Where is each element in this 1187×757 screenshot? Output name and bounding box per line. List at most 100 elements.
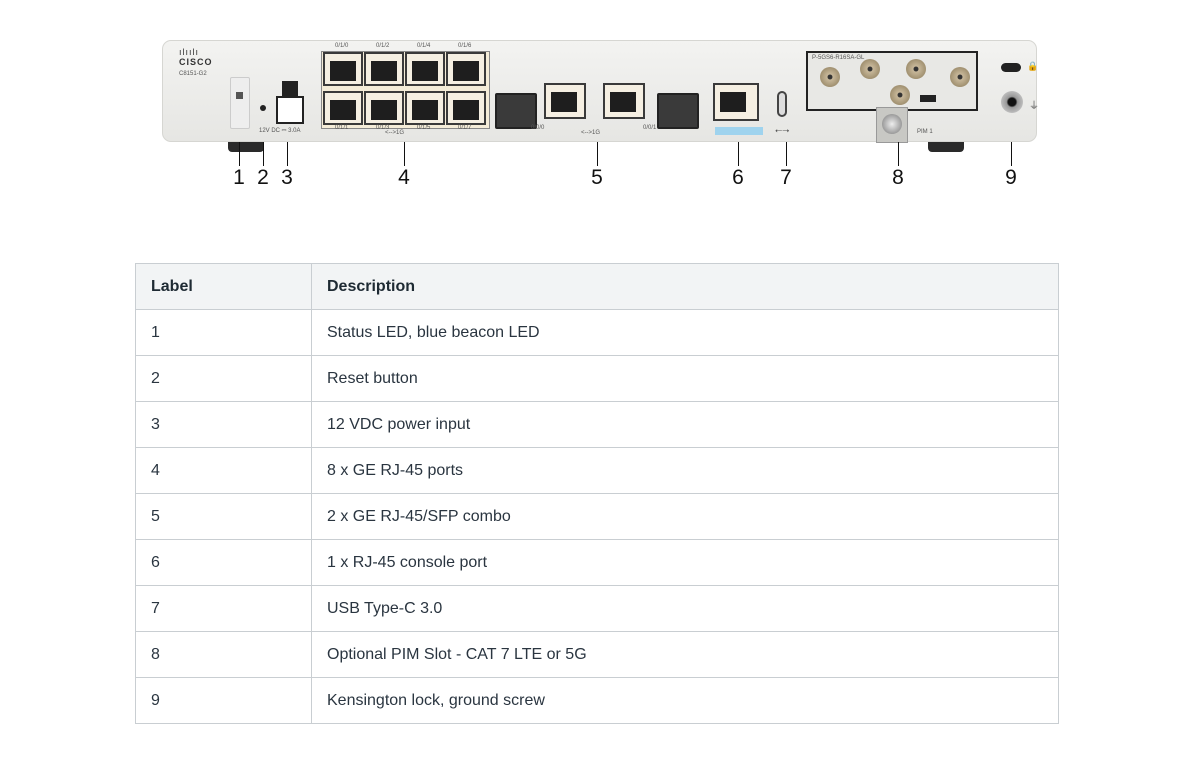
combo-right-label: 0/0/1 — [643, 125, 657, 131]
callout-line — [263, 142, 264, 166]
usb-c-port[interactable] — [777, 91, 787, 117]
callout-line — [898, 142, 899, 166]
table-row: 4 8 x GE RJ-45 ports — [135, 447, 1059, 494]
console-port[interactable] — [713, 83, 759, 121]
port-label: 0/1/4 — [417, 43, 431, 49]
ge-port[interactable] — [405, 52, 445, 86]
power-latch — [282, 81, 298, 97]
callout-number: 2 — [257, 166, 269, 189]
callout-line — [404, 142, 405, 166]
callout-line — [597, 142, 598, 166]
sfp-port-0-0-1[interactable] — [657, 93, 699, 129]
table-row: 9 Kensington lock, ground screw — [135, 677, 1059, 724]
antenna-connector — [950, 67, 970, 87]
pim-usb-port — [920, 95, 936, 102]
callout-line — [738, 142, 739, 166]
pim-slot-label: PIM 1 — [917, 129, 933, 135]
power-input — [276, 96, 304, 124]
port-label: 0/1/6 — [458, 43, 472, 49]
table-row: 1 Status LED, blue beacon LED — [135, 309, 1059, 356]
callout-number: 4 — [398, 166, 410, 189]
row-label: 3 — [135, 401, 312, 448]
callout-line — [1011, 142, 1012, 166]
antenna-connector — [860, 59, 880, 79]
ge-port[interactable] — [364, 52, 404, 86]
row-description: 8 x GE RJ-45 ports — [311, 447, 1059, 494]
ge-port[interactable] — [446, 91, 486, 125]
ge-port[interactable] — [323, 52, 363, 86]
callout-number: 5 — [591, 166, 603, 189]
combo-left-label: 0/0/0 — [531, 125, 545, 131]
gps-connector — [890, 85, 910, 105]
row-description: Kensington lock, ground screw — [311, 677, 1059, 724]
cisco-logo: ılıılıcisco — [179, 47, 213, 67]
combo-speed-label: <-->1G — [581, 130, 601, 136]
usb-icon: ⭠⭢ — [775, 125, 790, 135]
port-label: 0/1/3 — [376, 125, 390, 131]
port-label: 0/1/0 — [335, 43, 349, 49]
port-label: 0/1/5 — [417, 125, 431, 131]
device-foot — [928, 142, 964, 152]
table-row: 7 USB Type-C 3.0 — [135, 585, 1059, 632]
row-label: 9 — [135, 677, 312, 724]
status-led-panel — [230, 77, 250, 129]
power-label: 12V DC ⎓ 3.0A — [259, 128, 301, 134]
sfp-port-0-0-0[interactable] — [495, 93, 537, 129]
row-label: 6 — [135, 539, 312, 586]
row-description: Reset button — [311, 355, 1059, 402]
table-row: 2 Reset button — [135, 355, 1059, 402]
reset-button[interactable] — [260, 105, 266, 111]
ge-port[interactable] — [364, 91, 404, 125]
table-row: 8 Optional PIM Slot - CAT 7 LTE or 5G — [135, 631, 1059, 678]
row-description: 2 x GE RJ-45/SFP combo — [311, 493, 1059, 540]
callout-number: 3 — [281, 166, 293, 189]
router-front-panel: ılıılıcisco C8151-G2 12V DC ⎓ 3.0A 0/1/0… — [162, 40, 1039, 143]
status-led — [236, 92, 243, 99]
pim-model-label: P-5GS6-R16SA-GL — [812, 55, 865, 61]
device-foot — [228, 142, 264, 152]
table-row: 5 2 x GE RJ-45/SFP combo — [135, 493, 1059, 540]
ge-port[interactable] — [323, 91, 363, 125]
rj45-port-0-0-1[interactable] — [603, 83, 645, 119]
callout-line — [239, 142, 240, 166]
port-label: 0/1/2 — [376, 43, 390, 49]
ge-port[interactable] — [405, 91, 445, 125]
callout-line — [786, 142, 787, 166]
row-description: Status LED, blue beacon LED — [311, 309, 1059, 356]
callout-number: 7 — [780, 166, 792, 189]
pim-screw — [882, 114, 902, 134]
table-row: 3 12 VDC power input — [135, 401, 1059, 448]
ge-speed-label: <-->1G — [385, 130, 405, 136]
pim-module: P-5GS6-R16SA-GL — [806, 51, 978, 111]
column-header-description: Description — [311, 263, 1059, 310]
callout-number: 8 — [892, 166, 904, 189]
model-label: C8151-G2 — [179, 71, 207, 77]
ground-screw — [1001, 91, 1023, 113]
row-label: 7 — [135, 585, 312, 632]
antenna-connector — [906, 59, 926, 79]
kensington-lock-slot — [1001, 63, 1021, 72]
callout-line — [287, 142, 288, 166]
row-description: Optional PIM Slot - CAT 7 LTE or 5G — [311, 631, 1059, 678]
pim-bracket — [876, 107, 908, 143]
lock-icon: 🔒 — [1027, 61, 1039, 71]
column-header-label: Label — [135, 263, 312, 310]
console-label-strip — [715, 127, 763, 135]
ge-port[interactable] — [446, 52, 486, 86]
callout-number: 6 — [732, 166, 744, 189]
row-label: 4 — [135, 447, 312, 494]
rj45-port-0-0-0[interactable] — [544, 83, 586, 119]
row-label: 5 — [135, 493, 312, 540]
table-row: 6 1 x RJ-45 console port — [135, 539, 1059, 586]
port-label: 0/1/7 — [458, 125, 472, 131]
row-label: 8 — [135, 631, 312, 678]
component-table: Label Description 1 Status LED, blue bea… — [135, 263, 1059, 724]
row-description: 1 x RJ-45 console port — [311, 539, 1059, 586]
row-description: 12 VDC power input — [311, 401, 1059, 448]
callout-number: 1 — [233, 166, 245, 189]
port-label: 0/1/1 — [335, 125, 349, 131]
antenna-connector — [820, 67, 840, 87]
row-label: 2 — [135, 355, 312, 402]
row-description: USB Type-C 3.0 — [311, 585, 1059, 632]
callout-number: 9 — [1005, 166, 1017, 189]
